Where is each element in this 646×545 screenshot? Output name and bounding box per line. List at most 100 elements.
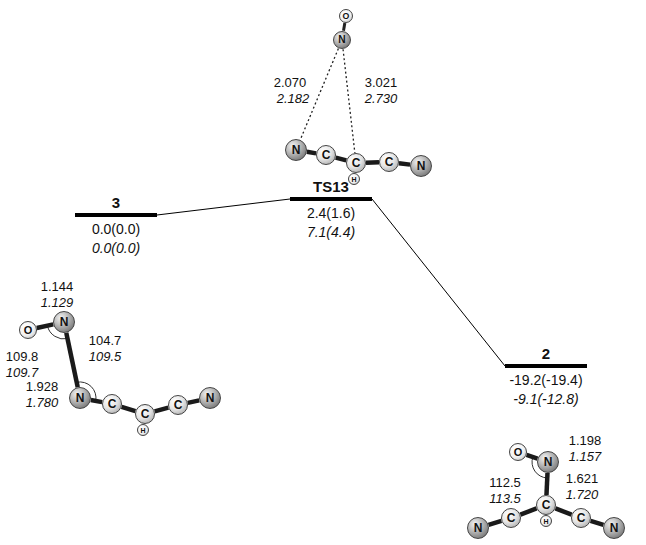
atom-sphere: N [467, 517, 489, 539]
energy-value: -9.1(-12.8) [505, 390, 587, 409]
atom-sphere: H [540, 515, 552, 527]
atom-symbol: N [544, 456, 553, 468]
chemical-bond [91, 400, 102, 402]
bond-angle: 109.5 [89, 349, 122, 364]
chemical-bond [188, 400, 199, 403]
energy-value: -19.2(-19.4) [505, 371, 587, 390]
energy-value: 0.0(0.0) [75, 220, 157, 239]
atom-sphere: N [199, 387, 221, 409]
level-name: 3 [75, 193, 157, 213]
level-name: TS13 [290, 177, 372, 197]
energy-value: 7.1(4.4) [290, 223, 372, 242]
bond-length: 1.720 [566, 487, 599, 502]
atom-sphere: N [410, 155, 432, 177]
atom-symbol: O [24, 325, 33, 336]
atom-symbol: N [474, 522, 483, 534]
level-bar [290, 197, 372, 201]
chemical-bond [344, 23, 345, 31]
atom-sphere: C [536, 495, 556, 515]
bond-length: 1.157 [569, 449, 602, 464]
atom-sphere: N [285, 139, 307, 161]
atom-sphere: O [339, 9, 353, 23]
bond-length: 2.182 [277, 91, 310, 106]
atom-symbol: C [352, 157, 361, 169]
energy-value: 2.4(1.6) [290, 204, 372, 223]
atom-sphere: C [316, 145, 336, 165]
atom-sphere: O [509, 443, 527, 461]
chemical-bond [37, 324, 53, 328]
atom-sphere: C [168, 395, 188, 415]
atom-sphere: N [603, 517, 625, 539]
chemical-bond [546, 473, 547, 495]
chemical-bond [520, 508, 536, 514]
chemical-bond [399, 163, 410, 164]
chemical-bond [527, 455, 538, 459]
atom-sphere: C [135, 404, 155, 424]
bond-length: 2.070 [274, 75, 307, 90]
reaction-path [372, 199, 505, 366]
atom-symbol: C [507, 512, 516, 524]
atom-symbol: O [514, 447, 523, 458]
bond-length: 1.144 [41, 279, 74, 294]
atom-sphere: N [69, 387, 91, 409]
atom-sphere: C [571, 508, 591, 528]
bond-length: 3.021 [365, 75, 398, 90]
atom-symbol: H [351, 176, 356, 183]
chemical-bond [366, 160, 379, 165]
chemical-bond [66, 333, 77, 387]
atom-symbol: O [343, 12, 350, 21]
atom-sphere: C [346, 153, 366, 173]
level-name: 2 [505, 344, 587, 364]
bond-angle: 113.5 [489, 491, 521, 506]
atom-symbol: C [141, 408, 150, 420]
atom-symbol: C [108, 398, 117, 410]
chemical-bond [155, 408, 169, 412]
atom-sphere: H [137, 424, 149, 436]
atom-sphere: N [333, 31, 352, 50]
atom-symbol: N [206, 392, 215, 404]
bond-length: 1.928 [26, 379, 59, 394]
energy-level: 2 -19.2(-19.4)-9.1(-12.8) [505, 344, 587, 409]
atom-sphere: O [19, 321, 37, 339]
chemical-bond [555, 508, 571, 514]
chemical-bond [591, 521, 604, 525]
level-bar [75, 213, 157, 217]
atom-symbol: C [322, 149, 331, 161]
atom-symbol: N [338, 35, 345, 45]
atom-sphere: N [537, 451, 559, 473]
bond-length: 1.129 [41, 295, 74, 310]
bond-angle: 112.5 [489, 475, 521, 490]
atom-symbol: C [577, 512, 586, 524]
chemical-bond [307, 152, 316, 154]
bond-angle: 109.7 [6, 365, 39, 380]
atom-symbol: N [292, 144, 301, 156]
level-bar [505, 364, 587, 368]
atom-sphere: C [102, 394, 122, 414]
energy-level: 30.0(0.0)0.0(0.0) [75, 193, 157, 258]
chemical-bond [489, 521, 502, 525]
energy-level: TS13 2.4(1.6)7.1(4.4) [290, 177, 372, 242]
atom-sphere: C [501, 508, 521, 528]
bond-length: 1.780 [26, 395, 59, 410]
atom-symbol: N [60, 316, 69, 328]
atom-symbol: H [543, 518, 548, 525]
atom-symbol: C [385, 156, 394, 168]
atom-sphere: H [348, 173, 360, 185]
atom-symbol: C [542, 499, 551, 511]
bond-angle: 104.7 [89, 333, 122, 348]
atom-sphere: N [53, 311, 75, 333]
atom-symbol: N [76, 392, 85, 404]
reaction-path [157, 199, 290, 215]
chemical-bond [336, 158, 347, 161]
bond-length: 2.730 [365, 91, 398, 106]
atom-symbol: N [610, 522, 619, 534]
bond-angle: 109.8 [6, 349, 39, 364]
chemical-bond [122, 407, 136, 411]
atom-symbol: C [174, 399, 183, 411]
atom-symbol: N [417, 160, 426, 172]
atom-symbol: H [140, 427, 145, 434]
bond-length: 1.198 [569, 433, 602, 448]
bond-length: 1.621 [566, 471, 599, 486]
